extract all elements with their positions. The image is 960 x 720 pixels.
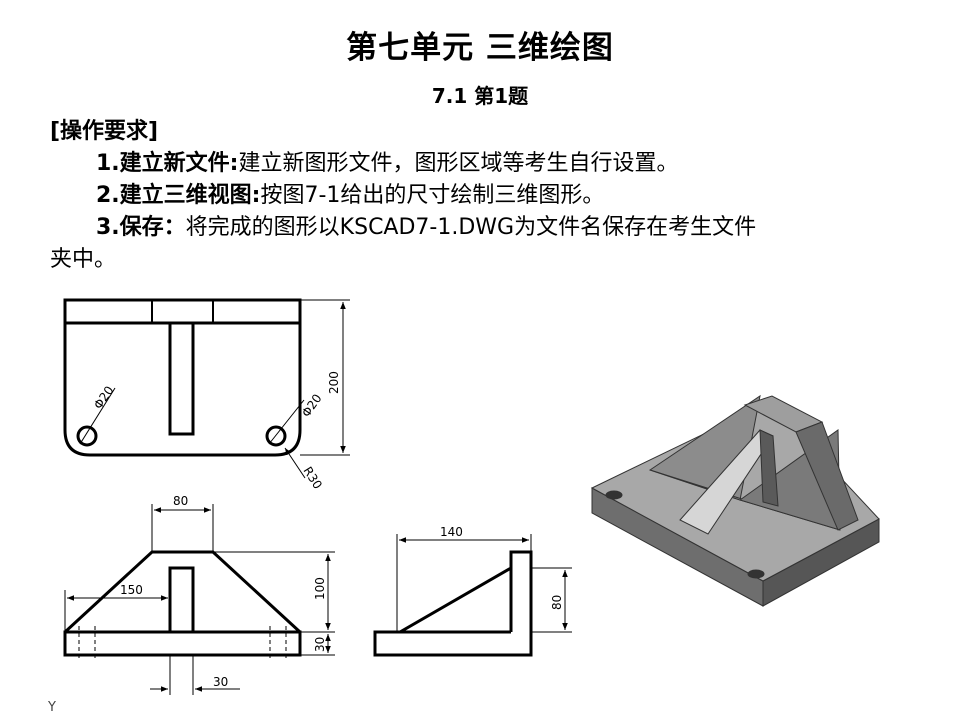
dim-phi-left: Φ20 bbox=[91, 383, 117, 411]
iso-hole-left bbox=[605, 490, 623, 500]
dim-height-100: 100 bbox=[313, 577, 327, 600]
section-header: [操作要求] bbox=[50, 119, 159, 144]
step-1-label: 1.建立新文件: bbox=[96, 151, 239, 176]
dim-slot-30: 30 bbox=[213, 675, 228, 689]
iso-hole-right bbox=[747, 569, 765, 579]
step-2-text: 按图7-1给出的尺寸绘制三维图形。 bbox=[260, 183, 605, 208]
top-view-outline bbox=[63, 298, 302, 457]
dim-width-140: 140 bbox=[440, 525, 463, 539]
side-view bbox=[373, 534, 572, 657]
dim-height-200: 200 bbox=[327, 371, 341, 394]
dim-phi-right: Φ20 bbox=[299, 391, 325, 419]
step-3-continuation: 夹中。 bbox=[50, 247, 117, 272]
fin-dark-face bbox=[759, 429, 779, 507]
top-view-slot bbox=[168, 321, 195, 436]
dim-offset-150: 150 bbox=[120, 583, 143, 597]
rib-side-face bbox=[795, 421, 859, 531]
page-subtitle: 7.1 第1题 bbox=[431, 84, 529, 108]
right-hole bbox=[265, 425, 287, 447]
step-2-label: 2.建立三维视图: bbox=[96, 183, 261, 208]
front-view-base bbox=[63, 630, 302, 657]
step-1-text: 建立新图形文件，图形区域等考生自行设置。 bbox=[238, 151, 679, 176]
isometric-view bbox=[590, 394, 880, 607]
side-view-outline bbox=[373, 550, 533, 657]
dim-height-80: 80 bbox=[550, 595, 564, 610]
corner-axis-mark: Y bbox=[48, 700, 56, 715]
step-1: 1.建立新文件:建立新图形文件，图形区域等考生自行设置。 bbox=[50, 148, 910, 180]
left-hole bbox=[76, 425, 98, 447]
page-title: 第七单元 三维绘图 bbox=[346, 30, 614, 66]
front-view-slot bbox=[168, 566, 195, 634]
step-3-label: 3.保存： bbox=[96, 215, 186, 240]
step-2: 2.建立三维视图:按图7-1给出的尺寸绘制三维图形。 bbox=[50, 180, 910, 212]
step-3: 3.保存：将完成的图形以KSCAD7-1.DWG为文件名保存在考生文件 bbox=[50, 212, 910, 244]
top-view bbox=[63, 298, 350, 479]
step-3-text: 将完成的图形以KSCAD7-1.DWG为文件名保存在考生文件 bbox=[185, 215, 757, 240]
dim-base-30: 30 bbox=[313, 637, 327, 652]
dim-top-width: 80 bbox=[173, 494, 188, 508]
requirements: [操作要求] 1.建立新文件:建立新图形文件，图形区域等考生自行设置。 2.建立… bbox=[50, 116, 910, 276]
dim-radius: R30 bbox=[300, 464, 324, 491]
front-view-trapezoid bbox=[63, 550, 302, 634]
front-view-hidden-holes bbox=[78, 626, 287, 660]
front-view bbox=[63, 504, 335, 695]
